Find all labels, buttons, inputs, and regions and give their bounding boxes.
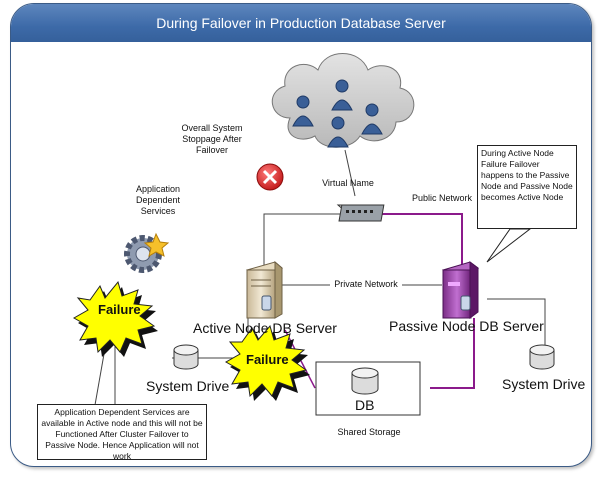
public-network-links [375, 213, 475, 389]
shared-storage-label: Shared Storage [337, 427, 401, 437]
failure-label-1: Failure [98, 302, 141, 317]
passive-node-label: Passive Node DB Server [389, 318, 544, 334]
error-icon [256, 163, 284, 191]
failure-label-2: Failure [246, 352, 289, 367]
active-server-icon [245, 260, 284, 319]
app-services-label: Application Dependent Services [135, 184, 181, 216]
link-switch-passive [375, 213, 463, 268]
system-drive-left-icon [173, 344, 199, 370]
user-icon-4 [327, 116, 349, 148]
passive-server-icon [441, 261, 480, 319]
passive-note-pointer [486, 228, 532, 263]
system-drive-left-label: System Drive [146, 378, 230, 394]
overall-stoppage-label: Overall System Stoppage After Failover [181, 123, 243, 155]
system-drive-right-icon [529, 344, 555, 370]
failure-burst-1 [72, 280, 158, 357]
system-drive-right-label: System Drive [502, 376, 586, 392]
public-network-label: Public Network [411, 193, 473, 203]
gear-icon [124, 232, 170, 273]
virtual-name-label: Virtual Name [322, 178, 374, 188]
db-drive-icon [351, 367, 379, 395]
link-passive-right [487, 298, 546, 345]
passive-failover-note: During Active Node Failure Failover happ… [477, 145, 577, 229]
link-passive-storage [430, 318, 475, 389]
db-label: DB [355, 397, 375, 413]
private-network-label: Private Network [330, 279, 402, 290]
failure-burst-2 [224, 324, 310, 401]
active-node-label: Active Node DB Server [193, 320, 337, 336]
diagram-title: During Failover in Production Database S… [11, 4, 591, 42]
link-switch-active [263, 213, 345, 270]
user-icon-3 [361, 103, 383, 135]
link-cloud-switch [344, 149, 356, 197]
user-icon-2 [331, 79, 353, 111]
app-services-note: Application Dependent Services are avail… [37, 404, 207, 461]
user-icon-1 [292, 95, 314, 127]
switch-icon [336, 204, 385, 222]
cloud-icon [271, 53, 415, 148]
